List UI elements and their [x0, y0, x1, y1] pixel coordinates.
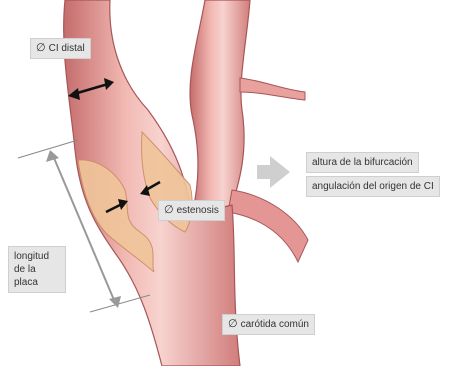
- diameter-symbol: ∅: [228, 318, 238, 330]
- bifurcation-height-label: altura de la bifurcación: [306, 152, 419, 173]
- diameter-symbol: ∅: [36, 42, 46, 54]
- diameter-symbol: ∅: [164, 204, 174, 216]
- ci-distal-label: ∅CI distal: [30, 38, 91, 59]
- plaque-length-label: longitud de la placa: [8, 246, 66, 293]
- block-arrow-right-icon: [257, 156, 290, 188]
- stenosis-label: ∅estenosis: [158, 200, 225, 221]
- common-carotid-label: ∅carótida común: [222, 314, 315, 335]
- ica-origin-angle-label: angulación del origen de CI: [306, 176, 440, 197]
